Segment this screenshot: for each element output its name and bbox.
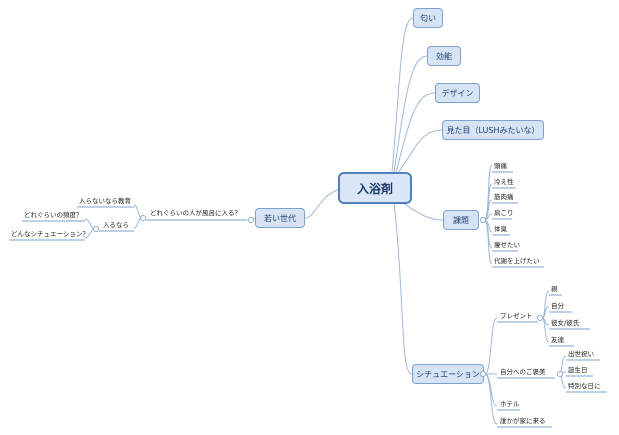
collapse-toggle-present[interactable] [537, 315, 543, 321]
present-item[interactable]: 彼女/彼氏 [551, 319, 580, 327]
situation-hotel[interactable]: ホテル [500, 400, 520, 408]
collapse-toggle-situation[interactable] [480, 371, 486, 377]
collapse-toggle-question[interactable] [140, 215, 146, 221]
topic-efficacy[interactable]: 効能 [427, 46, 461, 66]
topic-appearance[interactable]: 見た目（LUSHみたいな） [442, 120, 544, 140]
issue-item[interactable]: 頭痛 [494, 162, 507, 170]
topic-design[interactable]: デザイン [435, 83, 480, 103]
situation-present[interactable]: プレゼント [500, 312, 533, 320]
issue-item[interactable]: 体臭 [494, 225, 507, 233]
topic-young-generation[interactable]: 若い世代 [255, 208, 305, 228]
situation-guest[interactable]: 誰かが家に来る [500, 417, 546, 425]
topic-situation[interactable]: シチュエーション [412, 364, 484, 384]
collapse-toggle-if-yes[interactable] [93, 226, 99, 232]
present-item[interactable]: 自分 [551, 302, 564, 310]
present-item[interactable]: 親 [551, 285, 558, 293]
young-if-yes-item[interactable]: どんなシチュエーション？ [11, 230, 89, 238]
present-item[interactable]: 友達 [551, 336, 564, 344]
issue-item[interactable]: 代謝を上げたい [494, 257, 540, 265]
collapse-toggle-issues[interactable] [480, 217, 486, 223]
young-if-not[interactable]: 入らないなら教育 [79, 197, 131, 205]
self-reward-item[interactable]: 特別な日に [568, 382, 601, 390]
self-reward-item[interactable]: 誕生日 [568, 366, 588, 374]
collapse-toggle-young[interactable] [248, 217, 254, 223]
young-if-yes-item[interactable]: どれぐらいの頻度？ [24, 211, 83, 219]
issue-item[interactable]: 痩せたい [494, 241, 520, 249]
issue-item[interactable]: 冷え性 [494, 178, 514, 186]
young-if-yes[interactable]: 入るなら [103, 221, 129, 229]
issue-item[interactable]: 筋肉痛 [494, 193, 514, 201]
collapse-toggle-self-reward[interactable] [557, 371, 563, 377]
topic-issues[interactable]: 課題 [443, 210, 479, 230]
young-question[interactable]: どれぐらいの人が風呂に入る？ [150, 209, 241, 217]
self-reward-item[interactable]: 出世祝い [568, 350, 594, 358]
issue-item[interactable]: 肩こり [494, 209, 514, 217]
topic-smell[interactable]: 匂い [413, 8, 443, 28]
situation-self-reward[interactable]: 自分へのご褒美 [500, 368, 546, 376]
central-topic[interactable]: 入浴剤 [338, 172, 412, 204]
